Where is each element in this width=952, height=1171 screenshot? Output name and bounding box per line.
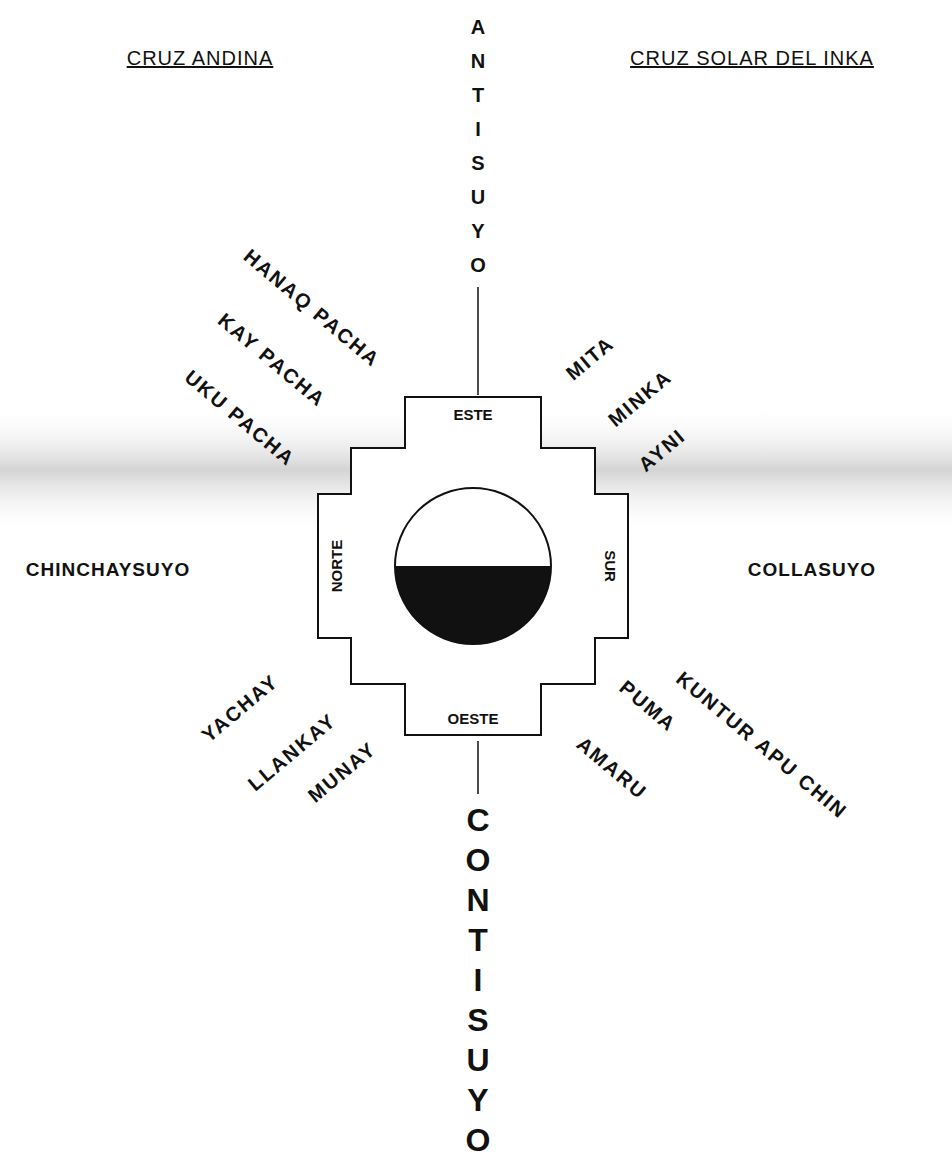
concept-label: YACHAY	[197, 669, 284, 747]
region-name: CONTISUYO	[465, 800, 491, 1160]
concept-label: PUMA	[615, 675, 682, 736]
cardinal-point: ESTE	[453, 406, 492, 423]
region-name: CHINCHAYSUYO	[26, 559, 190, 582]
heading: CRUZ SOLAR DEL INKA	[630, 46, 874, 70]
heading: CRUZ ANDINA	[127, 46, 274, 70]
leader-line	[477, 287, 479, 395]
region-name: COLLASUYO	[748, 559, 876, 582]
central-circle	[395, 488, 551, 644]
cardinal-point: NORTE	[328, 540, 345, 593]
circle-dark-half	[395, 566, 551, 644]
concept-label: MITA	[561, 331, 619, 385]
chakana-outline	[318, 397, 628, 735]
concept-label: AMARU	[572, 732, 652, 805]
region-name: ANTISUYO	[470, 10, 486, 282]
stepped-cross	[318, 397, 628, 735]
cardinal-point: SUR	[602, 550, 619, 582]
chakana-cross: ESTE NORTE SUR OESTE	[318, 397, 628, 735]
leader-line	[477, 741, 479, 794]
circle-light-half	[395, 488, 551, 566]
cardinal-point: OESTE	[448, 710, 499, 727]
concept-label: KUNTUR APU CHIN	[672, 666, 853, 823]
